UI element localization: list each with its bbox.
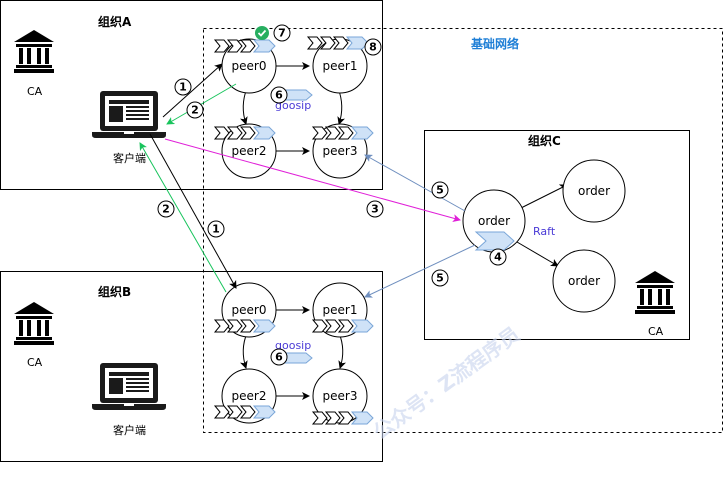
ca-c-label: CA <box>648 325 664 338</box>
order-node-bottom: order <box>568 274 600 288</box>
peer-a1: peer1 <box>323 59 358 73</box>
step-2-b: 2 <box>162 203 170 216</box>
client-a-label: 客户端 <box>113 151 146 165</box>
org-a-box <box>0 0 383 190</box>
gossip-b-label: goosip <box>275 339 311 352</box>
peer-a0: peer0 <box>232 59 267 73</box>
gossip-a-label: goosip <box>275 99 311 112</box>
step-2-a: 2 <box>191 104 199 117</box>
step-8: 8 <box>369 41 377 54</box>
peer-a2: peer2 <box>232 144 267 158</box>
step-4: 4 <box>494 251 502 264</box>
step-1-b: 1 <box>212 223 220 236</box>
ca-b-label: CA <box>27 356 43 369</box>
raft-block-icon <box>474 231 515 251</box>
step-7: 7 <box>278 27 286 40</box>
step-5-b: 5 <box>436 272 444 285</box>
order-node-top: order <box>578 184 610 198</box>
ca-b-icon <box>14 302 54 345</box>
org-a-title: 组织A <box>98 14 132 29</box>
step-6-a: 6 <box>275 89 283 102</box>
network-title: 基础网络 <box>470 36 519 51</box>
peer-a3: peer3 <box>323 144 358 158</box>
raft-label: Raft <box>533 225 556 238</box>
client-b-label: 客户端 <box>113 423 146 437</box>
org-c-title: 组织C <box>528 133 561 148</box>
ca-a-icon <box>14 30 54 73</box>
client-a-laptop-icon <box>92 91 166 138</box>
step-5-a: 5 <box>436 184 444 197</box>
peer-b1: peer1 <box>323 303 358 317</box>
peer-b2: peer2 <box>232 389 267 403</box>
org-b-title: 组织B <box>98 284 131 299</box>
order-node-main: order <box>478 214 510 228</box>
step-3: 3 <box>371 203 379 216</box>
ca-a-label: CA <box>27 85 43 98</box>
watermark: 公众号：Z流程序员 <box>369 322 524 444</box>
step-6-b: 6 <box>275 351 283 364</box>
org-b-box <box>0 271 383 462</box>
step-1-a: 1 <box>179 81 187 94</box>
peer-b0: peer0 <box>232 303 267 317</box>
peer-b3: peer3 <box>323 389 358 403</box>
client-b-laptop-icon <box>92 363 166 410</box>
check-icon <box>255 26 269 40</box>
